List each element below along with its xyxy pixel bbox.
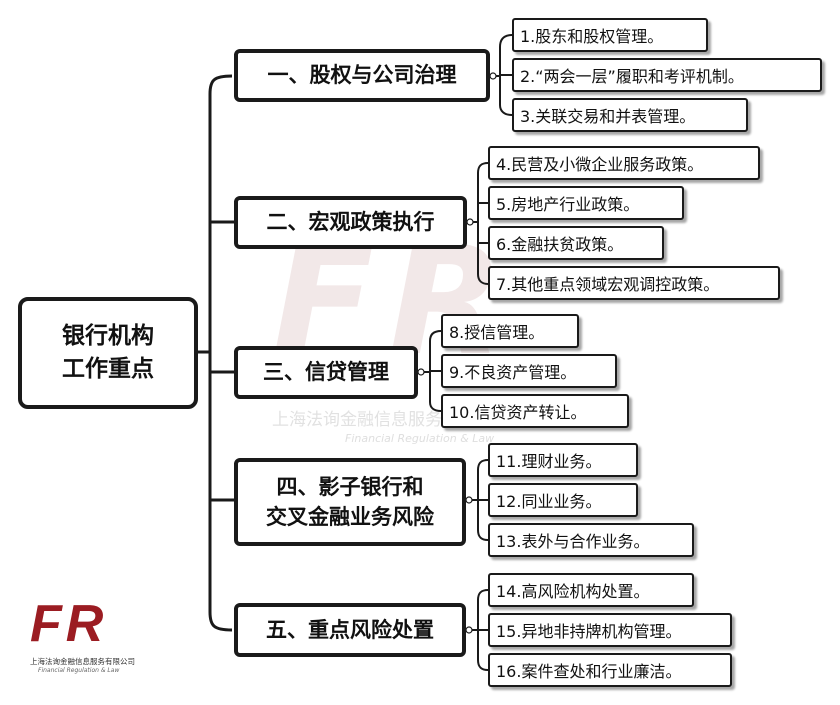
watermark-company-cn: 上海法询金融信息服务 (272, 410, 442, 430)
leaf-node-10: 10.信贷资产转让。 (441, 394, 629, 428)
leaf-node-13: 13.表外与合作业务。 (488, 523, 694, 557)
leaf-node-8: 8.授信管理。 (441, 314, 579, 348)
leaf-node-1: 1.股东和股权管理。 (512, 18, 708, 52)
leaf-node-4: 4.民营及小微企业服务政策。 (488, 146, 760, 180)
leaf-node-16: 16.案件查处和行业廉洁。 (488, 653, 732, 687)
category-node-risk-disposal: 五、重点风险处置 (234, 603, 466, 657)
logo-company-cn: 上海法询金融信息服务有限公司 (30, 657, 135, 666)
leaf-node-14: 14.高风险机构处置。 (488, 573, 694, 607)
logo-fr-mark: FR (30, 595, 108, 653)
leaf-node-15: 15.异地非持牌机构管理。 (488, 613, 732, 647)
leaf-node-12: 12.同业业务。 (488, 483, 638, 517)
company-logo: FR 上海法询金融信息服务有限公司 Financial Regulation &… (30, 598, 140, 674)
leaf-node-2: 2.“两会一层”履职和考评机制。 (512, 58, 822, 92)
leaf-node-6: 6.金融扶贫政策。 (488, 226, 664, 260)
leaf-node-7: 7.其他重点领域宏观调控政策。 (488, 266, 780, 300)
leaf-node-5: 5.房地产行业政策。 (488, 186, 684, 220)
leaf-node-11: 11.理财业务。 (488, 443, 638, 477)
category-node-equity-governance: 一、股权与公司治理 (234, 49, 490, 102)
category-node-shadow-banking: 四、影子银行和 交叉金融业务风险 (234, 458, 466, 546)
leaf-node-3: 3.关联交易和并表管理。 (512, 98, 748, 132)
category-node-credit-management: 三、信贷管理 (234, 346, 418, 399)
root-node: 银行机构 工作重点 (18, 297, 198, 409)
leaf-node-9: 9.不良资产管理。 (441, 354, 617, 388)
watermark-company-en: Financial Regulation & Law (345, 432, 495, 445)
category-node-macro-policy: 二、宏观政策执行 (234, 196, 467, 249)
logo-company-en: Financial Regulation & Law (38, 667, 120, 674)
